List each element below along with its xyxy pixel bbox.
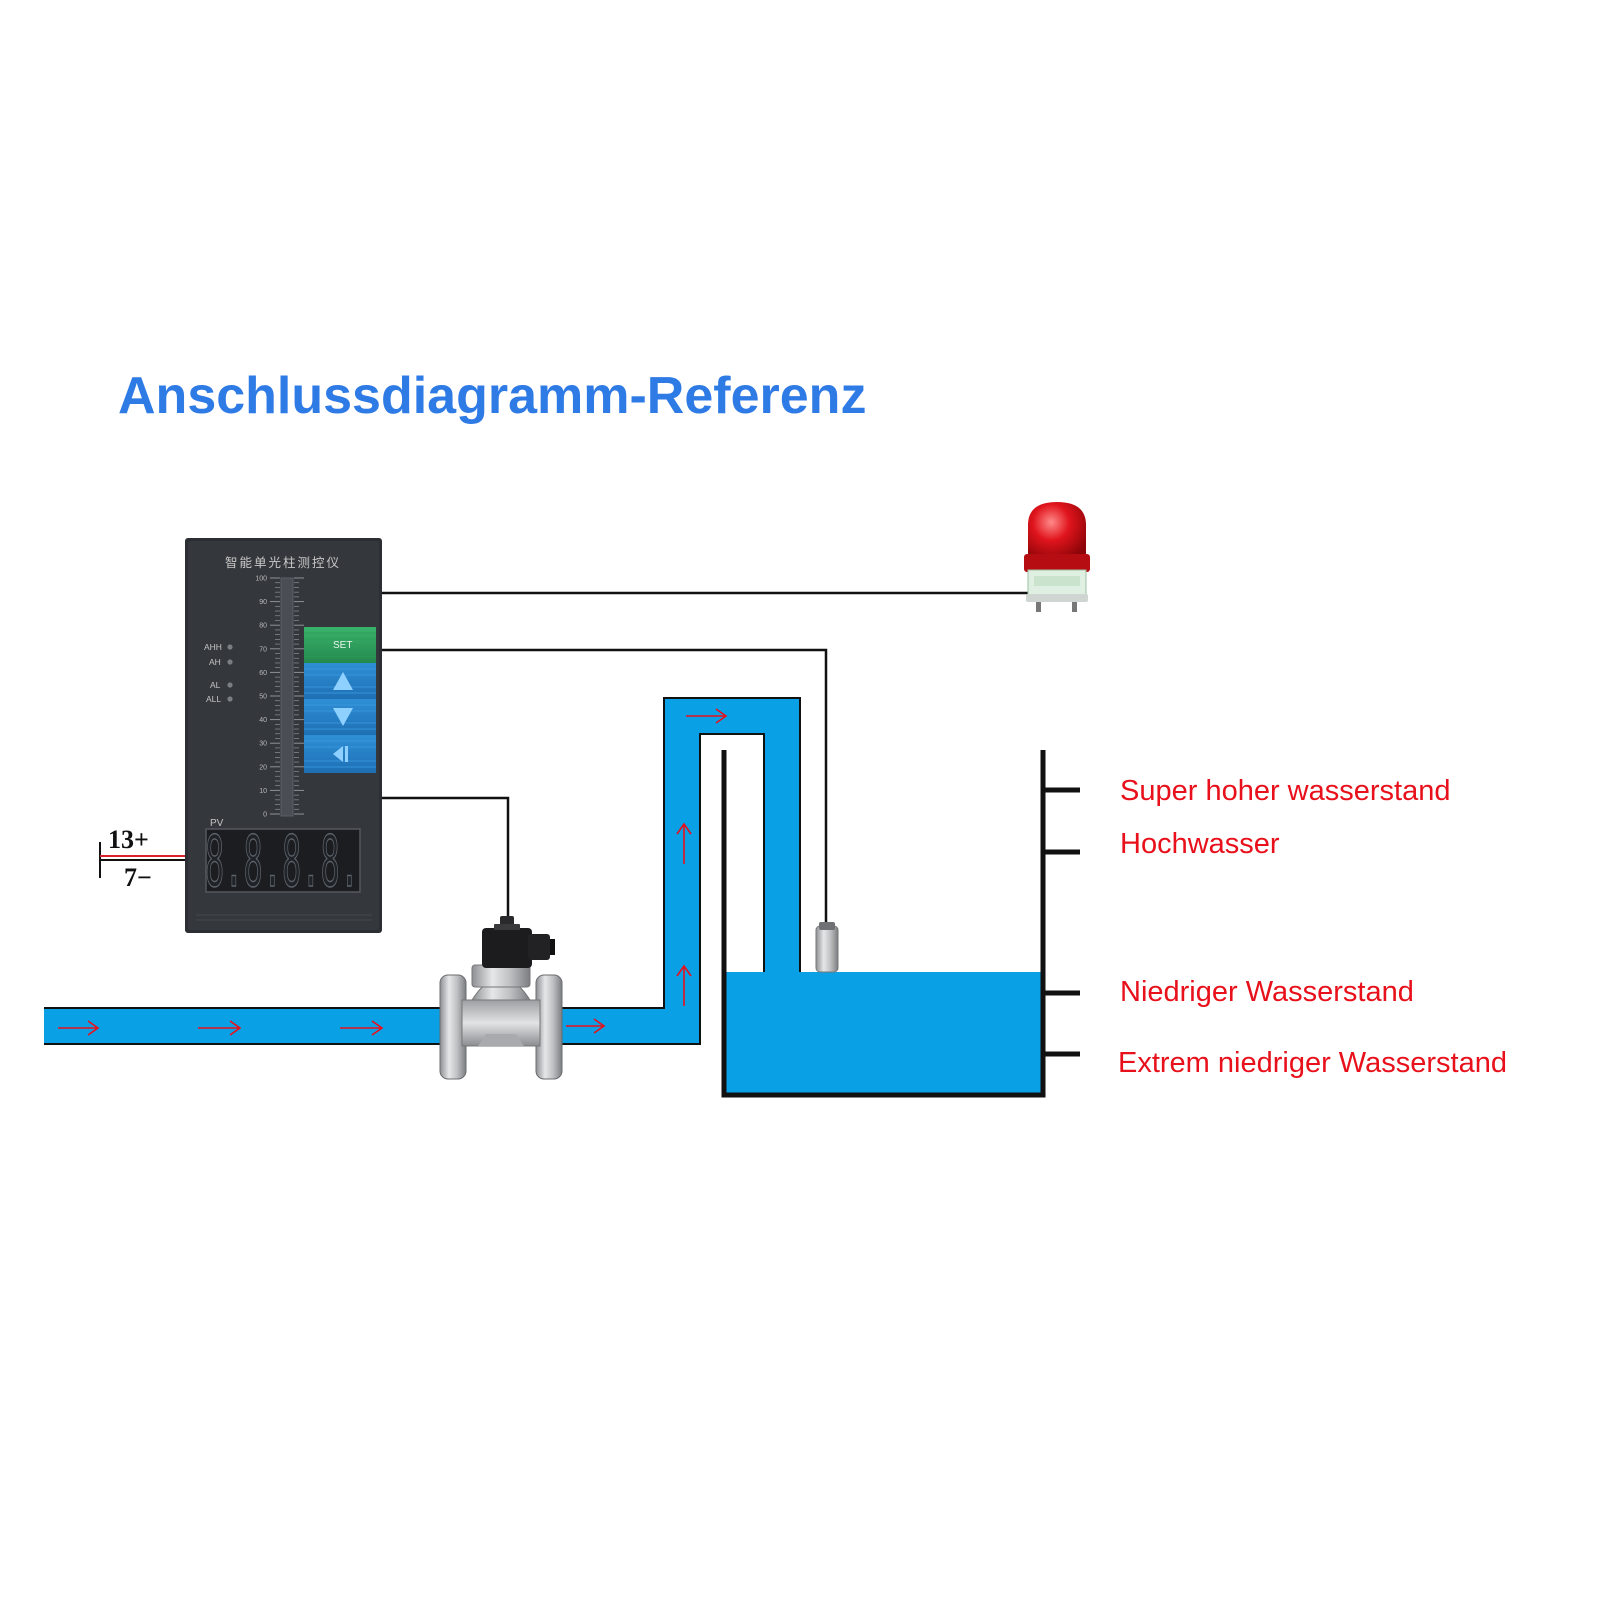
scale-label: 80 <box>259 623 267 630</box>
flow-arrow-icon <box>566 1018 606 1034</box>
rotating-beacon-icon <box>1024 502 1090 612</box>
indicator-led-ah <box>227 659 233 665</box>
inlet-pipe <box>44 1007 464 1045</box>
indicator-led-all <box>227 696 233 702</box>
wiring <box>382 591 1030 930</box>
flow-arrow-icon <box>340 1020 384 1036</box>
pv-display-digits: 8.8.8.8. <box>205 821 359 903</box>
scale-label: 100 <box>255 576 267 583</box>
solenoid-valve-icon <box>439 916 563 1080</box>
power-terminals: 13+ 7− <box>99 825 185 892</box>
flow-arrow-icon <box>198 1020 242 1036</box>
flow-arrows <box>58 708 728 1036</box>
scale-label: 50 <box>259 694 267 701</box>
indicator-al: AL <box>210 680 221 690</box>
level-label-extreme-low: Extrem niedriger Wasserstand <box>1118 1047 1507 1079</box>
level-electrode <box>1043 787 1080 1057</box>
pv-label: PV <box>210 818 224 829</box>
controller-name: 智能单光柱测控仪 <box>225 555 341 570</box>
flow-arrow-icon <box>58 1020 100 1036</box>
indicator-ah: AH <box>209 657 221 667</box>
up-button[interactable] <box>304 663 376 699</box>
scale-label: 60 <box>259 670 267 677</box>
scale-label: 70 <box>259 646 267 653</box>
arrow-up-icon <box>333 672 353 690</box>
arrow-down-icon <box>333 708 353 726</box>
scale-label: 30 <box>259 741 267 748</box>
shift-left-icon <box>333 746 348 762</box>
alarm-indicators: AHH AH AL ALL <box>204 642 233 704</box>
level-label-super-high: Super hoher wasserstand <box>1120 775 1450 807</box>
page-title: Anschlussdiagramm-Referenz <box>118 367 866 425</box>
riser-pipe <box>540 697 801 1045</box>
level-label-high: Hochwasser <box>1120 828 1280 860</box>
level-label-low: Niedriger Wasserstand <box>1120 976 1414 1008</box>
shift-button[interactable] <box>304 735 376 773</box>
flow-arrow-icon <box>676 964 692 1006</box>
scale-label: 0 <box>263 812 267 819</box>
down-button[interactable] <box>304 699 376 735</box>
scale-label: 20 <box>259 764 267 771</box>
pv-display <box>205 828 361 893</box>
indicator-all: ALL <box>206 694 221 704</box>
scale-label: 40 <box>259 717 267 724</box>
water-tank <box>721 750 1046 1098</box>
terminal-negative: 7− <box>124 863 152 892</box>
terminal-positive: 13+ <box>108 825 149 854</box>
flow-arrow-icon <box>676 822 692 864</box>
scale-label: 10 <box>259 788 267 795</box>
bar-column <box>280 577 294 817</box>
indicator-led-al <box>227 682 233 688</box>
scale-label: 90 <box>259 599 267 606</box>
set-button-label: SET <box>333 640 352 651</box>
indicator-led-ahh <box>227 644 233 650</box>
flow-arrow-icon <box>686 708 728 724</box>
level-probe-icon <box>815 922 839 973</box>
set-button[interactable]: SET <box>304 627 376 663</box>
indicator-ahh: AHH <box>204 642 222 652</box>
